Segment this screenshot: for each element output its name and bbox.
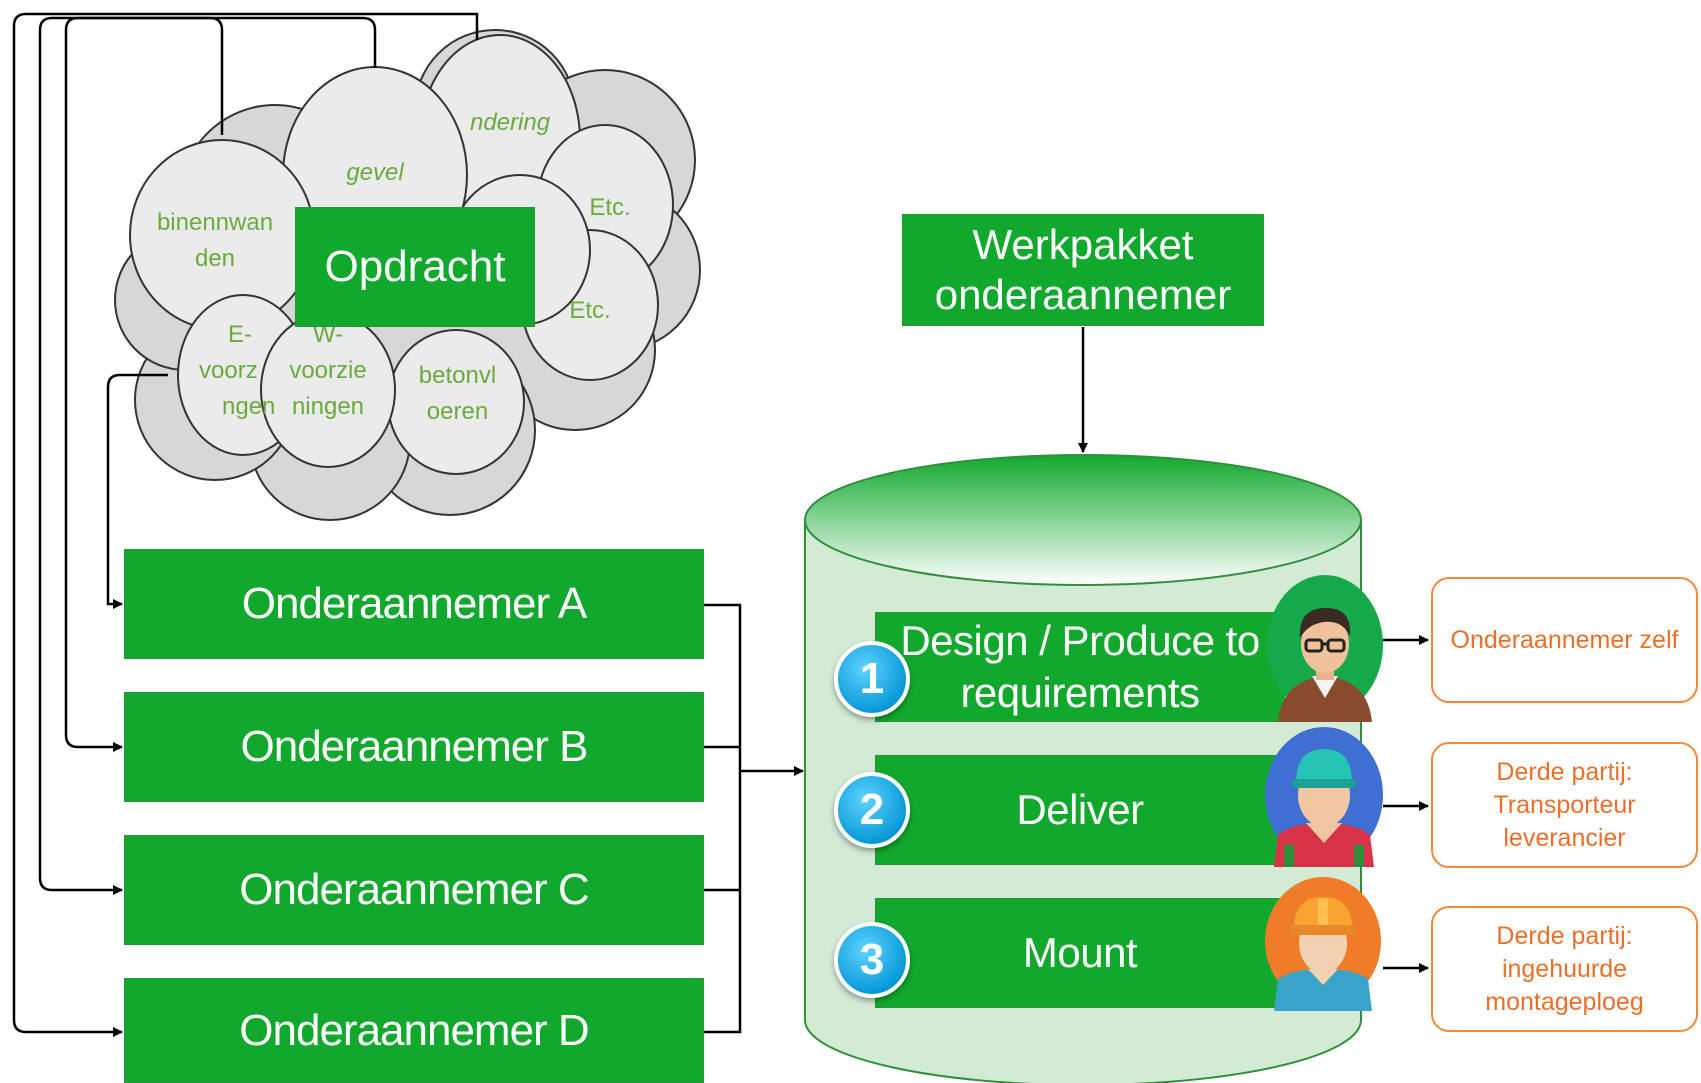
- mounting-worker-avatar-icon: [1265, 877, 1381, 1011]
- outcome-2-line1: Derde partij:: [1496, 757, 1633, 786]
- outcome-arrows: [1383, 635, 1429, 973]
- bubble-e-voorzieningen: E- voorz ngen: [195, 317, 285, 425]
- step-1-badge: 1: [834, 641, 910, 717]
- bubble-binnenwanden-l2: den: [194, 245, 236, 272]
- outcome-1-line1: Onderaannemer zelf: [1450, 625, 1679, 654]
- bubble-gevel: gevel: [325, 155, 425, 191]
- bubble-etc-top-text: Etc.: [589, 194, 631, 221]
- subcontractor-c-label: Onderaannemer C: [239, 865, 589, 914]
- bubble-fundering: ndering: [470, 105, 560, 141]
- bubble-etc-mid: Etc.: [555, 293, 625, 329]
- bubble-binnenwanden: binennwan den: [150, 205, 280, 277]
- step-3-number: 3: [859, 935, 885, 984]
- outcome-3-line1: Derde partij:: [1496, 921, 1633, 950]
- outcome-2: Derde partij: Transporteur leverancier: [1431, 742, 1698, 868]
- step-2-label: Deliver: [1016, 786, 1144, 833]
- subcontractor-b-label: Onderaannemer B: [240, 722, 589, 771]
- bubble-etc-mid-text: Etc.: [569, 297, 611, 324]
- outcome-1: Onderaannemer zelf: [1431, 577, 1698, 703]
- subcontractor-d: Onderaannemer D: [124, 978, 704, 1083]
- bubble-w-l2: voorzie: [289, 357, 367, 384]
- step-1-line2: requirements: [960, 669, 1200, 716]
- opdracht-box: Opdracht: [295, 207, 535, 327]
- bubble-betonvloeren: betonvl oeren: [405, 358, 510, 430]
- subcontractor-a-label: Onderaannemer A: [241, 579, 588, 628]
- bubble-w-l3: ningen: [291, 393, 365, 420]
- bubble-binnenwanden-l1: binennwan: [156, 209, 274, 236]
- outcome-3: Derde partij: ingehuurde montageploeg: [1431, 906, 1698, 1032]
- bubble-e-l3: ngen: [222, 393, 276, 420]
- step-1-box: Design / Produce to requirements: [875, 612, 1285, 722]
- delivery-worker-avatar-icon: [1265, 727, 1383, 867]
- opdracht-label: Opdracht: [324, 242, 506, 291]
- werkpakket-line1: Werkpakket: [972, 221, 1194, 268]
- outcome-3-line3: montageploeg: [1485, 987, 1644, 1016]
- bubble-gevel-text: gevel: [346, 159, 404, 186]
- subcontractor-b: Onderaannemer B: [124, 692, 704, 802]
- subcontractor-d-label: Onderaannemer D: [239, 1005, 589, 1055]
- subcontractor-c: Onderaannemer C: [124, 835, 704, 945]
- step-1-number: 1: [859, 654, 885, 703]
- step-3-label: Mount: [1022, 929, 1138, 976]
- bubble-etc-top: Etc.: [575, 190, 645, 226]
- bubble-e-l2: voorz: [199, 357, 258, 384]
- bubble-e-l1: E-: [228, 321, 252, 348]
- feedback-connectors: [12, 12, 479, 1037]
- step-1-line1: Design / Produce to: [900, 617, 1260, 664]
- step-3-box: Mount: [875, 898, 1285, 1008]
- bubble-w-voorzieningen: W- voorzie ningen: [273, 317, 383, 425]
- designer-avatar-icon: [1267, 575, 1383, 722]
- outcome-3-line2: ingehuurde: [1501, 954, 1628, 983]
- step-3-badge: 3: [834, 922, 910, 998]
- merge-connectors: [704, 603, 804, 1034]
- outcome-2-line3: leverancier: [1503, 823, 1626, 852]
- outcome-2-line2: Transporteur: [1493, 790, 1636, 819]
- werkpakket-line2: onderaannemer: [934, 271, 1232, 318]
- step-2-box: Deliver: [875, 755, 1285, 865]
- werkpakket-box: Werkpakket onderaannemer: [902, 214, 1264, 326]
- subcontractor-a: Onderaannemer A: [124, 549, 704, 659]
- step-2-number: 2: [859, 785, 885, 834]
- step-2-badge: 2: [834, 772, 910, 848]
- bubble-beton-l2: oeren: [426, 398, 489, 425]
- bubble-fundering-text: ndering: [470, 109, 551, 136]
- bubble-beton-l1: betonvl: [418, 362, 497, 389]
